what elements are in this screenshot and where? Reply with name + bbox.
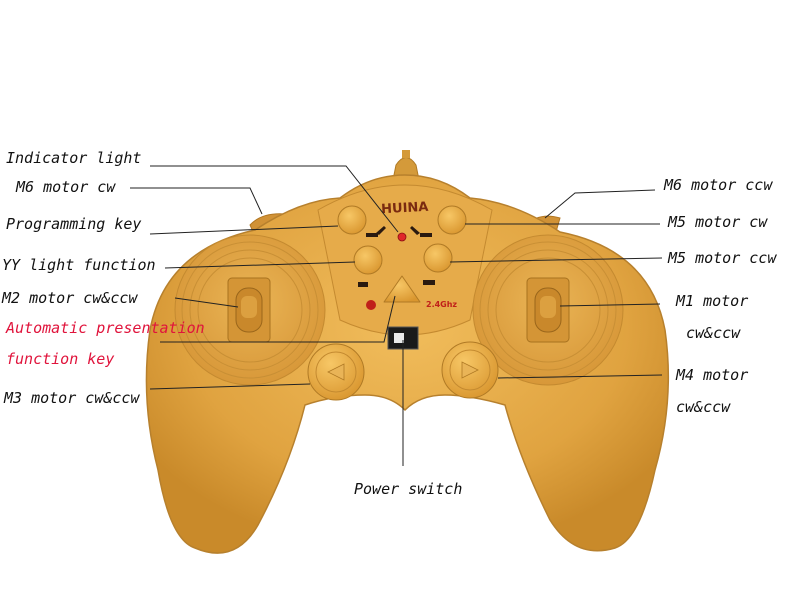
label-auto-presentation-line2: function key bbox=[6, 350, 115, 368]
label-programming-key: Programming key bbox=[6, 215, 142, 233]
excavator-icon bbox=[358, 226, 435, 287]
m6-ccw-button[interactable] bbox=[437, 205, 467, 235]
leader-m3 bbox=[149, 383, 311, 390]
m4-button[interactable] bbox=[441, 341, 499, 399]
leader-m5-ccw bbox=[449, 257, 663, 263]
label-m1-line1: M1 motor bbox=[676, 292, 749, 310]
label-power-switch: Power switch bbox=[354, 480, 463, 498]
label-m2: M2 motor cw&ccw bbox=[2, 289, 138, 307]
auto-presentation-button[interactable] bbox=[383, 275, 421, 303]
leader-m2 bbox=[174, 297, 239, 308]
right-joystick-pad[interactable] bbox=[472, 234, 624, 386]
frequency-label: 2.4Ghz bbox=[426, 300, 457, 309]
label-auto-presentation-line1: Automatic presentation bbox=[6, 319, 205, 337]
label-m6-ccw: M6 motor ccw bbox=[664, 176, 773, 194]
label-m4-line1: M4 motor bbox=[676, 366, 749, 384]
yy-light-button[interactable] bbox=[353, 245, 383, 275]
leader-auto-key bbox=[160, 295, 396, 343]
label-yy-light: YY light function bbox=[2, 256, 156, 274]
label-m4-line2: cw&ccw bbox=[676, 398, 731, 416]
programming-key-button[interactable] bbox=[337, 205, 367, 235]
leader-lines bbox=[130, 165, 663, 466]
m5-ccw-button[interactable] bbox=[423, 243, 453, 273]
label-m6-cw: M6 motor cw bbox=[16, 178, 116, 196]
leader-indicator-light bbox=[150, 165, 399, 233]
label-m3: M3 motor cw&ccw bbox=[4, 389, 140, 407]
leader-yy-light bbox=[164, 261, 356, 269]
brand-logo: HUINA bbox=[381, 200, 429, 217]
leader-m1 bbox=[559, 303, 661, 307]
label-m5-ccw: M5 motor ccw bbox=[668, 249, 777, 267]
m3-button[interactable] bbox=[307, 343, 365, 401]
warning-icon bbox=[366, 300, 376, 310]
label-m1-line2: cw&ccw bbox=[686, 324, 741, 342]
left-joystick-pad[interactable] bbox=[174, 234, 326, 386]
label-indicator-light: Indicator light bbox=[6, 149, 142, 167]
leader-programming-key bbox=[149, 225, 339, 235]
power-switch[interactable] bbox=[387, 326, 419, 350]
leader-m4 bbox=[497, 374, 663, 379]
label-m5-cw: M5 motor cw bbox=[668, 213, 768, 231]
leader-m6-ccw bbox=[544, 189, 656, 219]
indicator-light bbox=[397, 232, 407, 242]
leader-m6-cw bbox=[130, 187, 263, 215]
